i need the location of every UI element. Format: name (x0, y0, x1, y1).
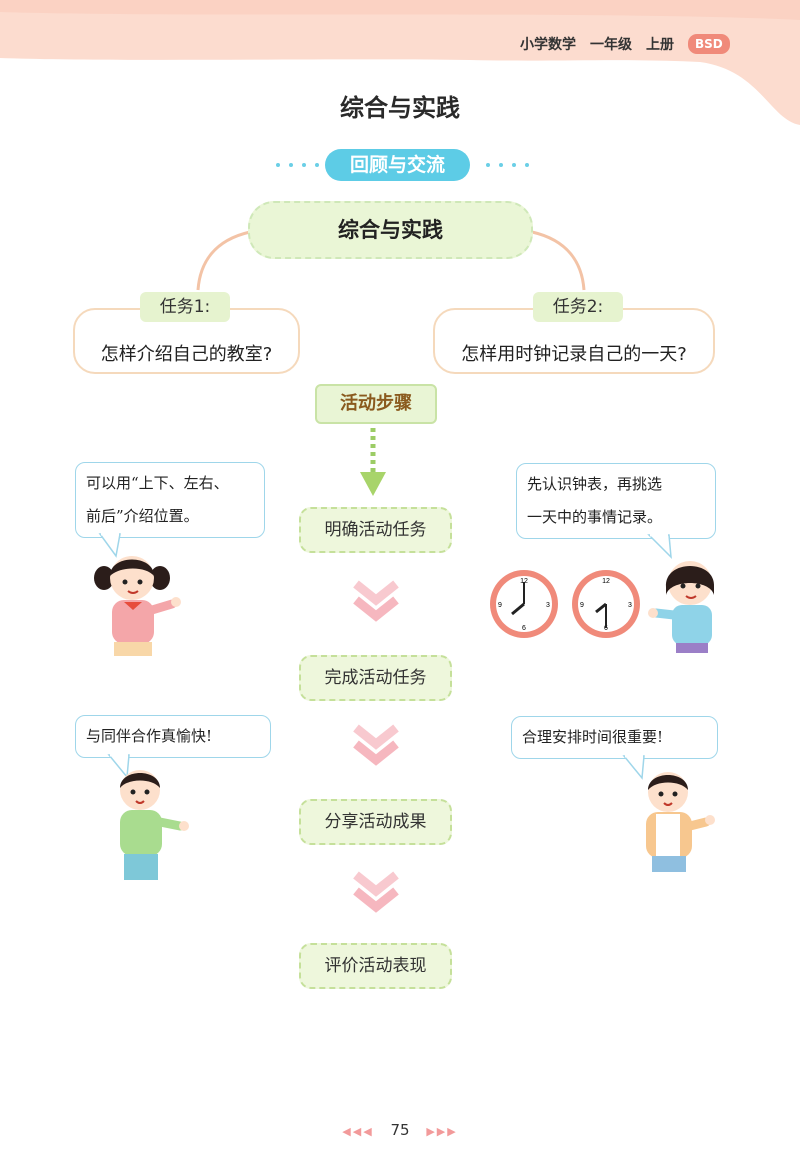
bubble-line: 一天中的事情记录。 (527, 508, 663, 526)
connector-arcs (196, 230, 586, 291)
svg-text:9: 9 (498, 602, 502, 609)
center-topic: 综合与实践 (248, 201, 533, 259)
header-band (0, 0, 800, 125)
speech-bubble-right-top: 先认识钟表，再挑选 一天中的事情记录。 (516, 463, 716, 539)
subject-label: 小学数学 (520, 37, 576, 53)
step-1: 明确活动任务 (299, 507, 452, 553)
chevron-down-icon (353, 724, 399, 766)
boy-green-shirt-illustration (120, 770, 189, 880)
publisher-badge: BSD (688, 34, 730, 54)
page-number: 75 (390, 1121, 410, 1139)
task-2-label: 任务2: (533, 292, 623, 322)
boy-orange-shirt-illustration (646, 772, 715, 872)
bubble-line: 前后”介绍位置。 (86, 507, 199, 525)
bubble-line: 可以用“上下、左右、 (86, 474, 229, 492)
girl-pigtails-illustration (94, 556, 181, 656)
page-title: 综合与实践 (340, 94, 460, 122)
speech-bubble-right-bottom: 合理安排时间很重要! (511, 716, 718, 759)
clock-icons: 12 3 6 9 12 3 6 9 (490, 570, 640, 638)
task-2-box: 怎样用时钟记录自己的一天? (433, 308, 715, 374)
svg-text:9: 9 (580, 602, 584, 609)
grade-label: 一年级 (590, 37, 632, 53)
bubble-tail (622, 754, 645, 780)
chevron-down-icon (353, 871, 399, 913)
girl-illustration (648, 561, 715, 653)
left-dots (276, 163, 319, 167)
step-4: 评价活动表现 (299, 943, 452, 989)
task-1-label: 任务1: (140, 292, 230, 322)
volume-label: 上册 (646, 37, 674, 53)
clock-icon-eight: 12 3 6 9 (490, 570, 558, 638)
dotted-arrow (360, 428, 386, 496)
book-info: 小学数学 一年级 上册 BSD (520, 34, 730, 54)
task-2-question: 怎样用时钟记录自己的一天? (461, 344, 687, 365)
steps-heading: 活动步骤 (315, 384, 437, 424)
page-number-footer: ◀◀◀ 75 ▶▶▶ (0, 1121, 800, 1139)
right-dots (486, 163, 529, 167)
bubble-line: 与同伴合作真愉快! (86, 727, 213, 745)
svg-text:3: 3 (628, 602, 632, 609)
svg-text:6: 6 (522, 625, 526, 632)
bubble-line: 合理安排时间很重要! (522, 728, 664, 746)
svg-text:6: 6 (604, 625, 608, 632)
svg-text:3: 3 (546, 602, 550, 609)
bubble-line: 先认识钟表，再挑选 (527, 475, 663, 493)
bubble-tail (647, 533, 672, 559)
clock-icon-seven-thirty: 12 3 6 9 (572, 570, 640, 638)
speech-bubble-left-top: 可以用“上下、左右、 前后”介绍位置。 (75, 462, 265, 538)
chevron-down-icon (353, 580, 399, 622)
step-2: 完成活动任务 (299, 655, 452, 701)
svg-text:12: 12 (520, 578, 528, 585)
task-1-question: 怎样介绍自己的教室? (100, 344, 273, 365)
bubble-tail (98, 532, 121, 558)
step-3: 分享活动成果 (299, 799, 452, 845)
section-tag: 回顾与交流 (325, 149, 470, 181)
svg-text:12: 12 (602, 578, 610, 585)
triangle-right-icon: ▶▶▶ (426, 1125, 458, 1138)
triangle-left-icon: ◀◀◀ (342, 1125, 374, 1138)
bubble-tail (107, 753, 130, 779)
speech-bubble-left-bottom: 与同伴合作真愉快! (75, 715, 271, 758)
